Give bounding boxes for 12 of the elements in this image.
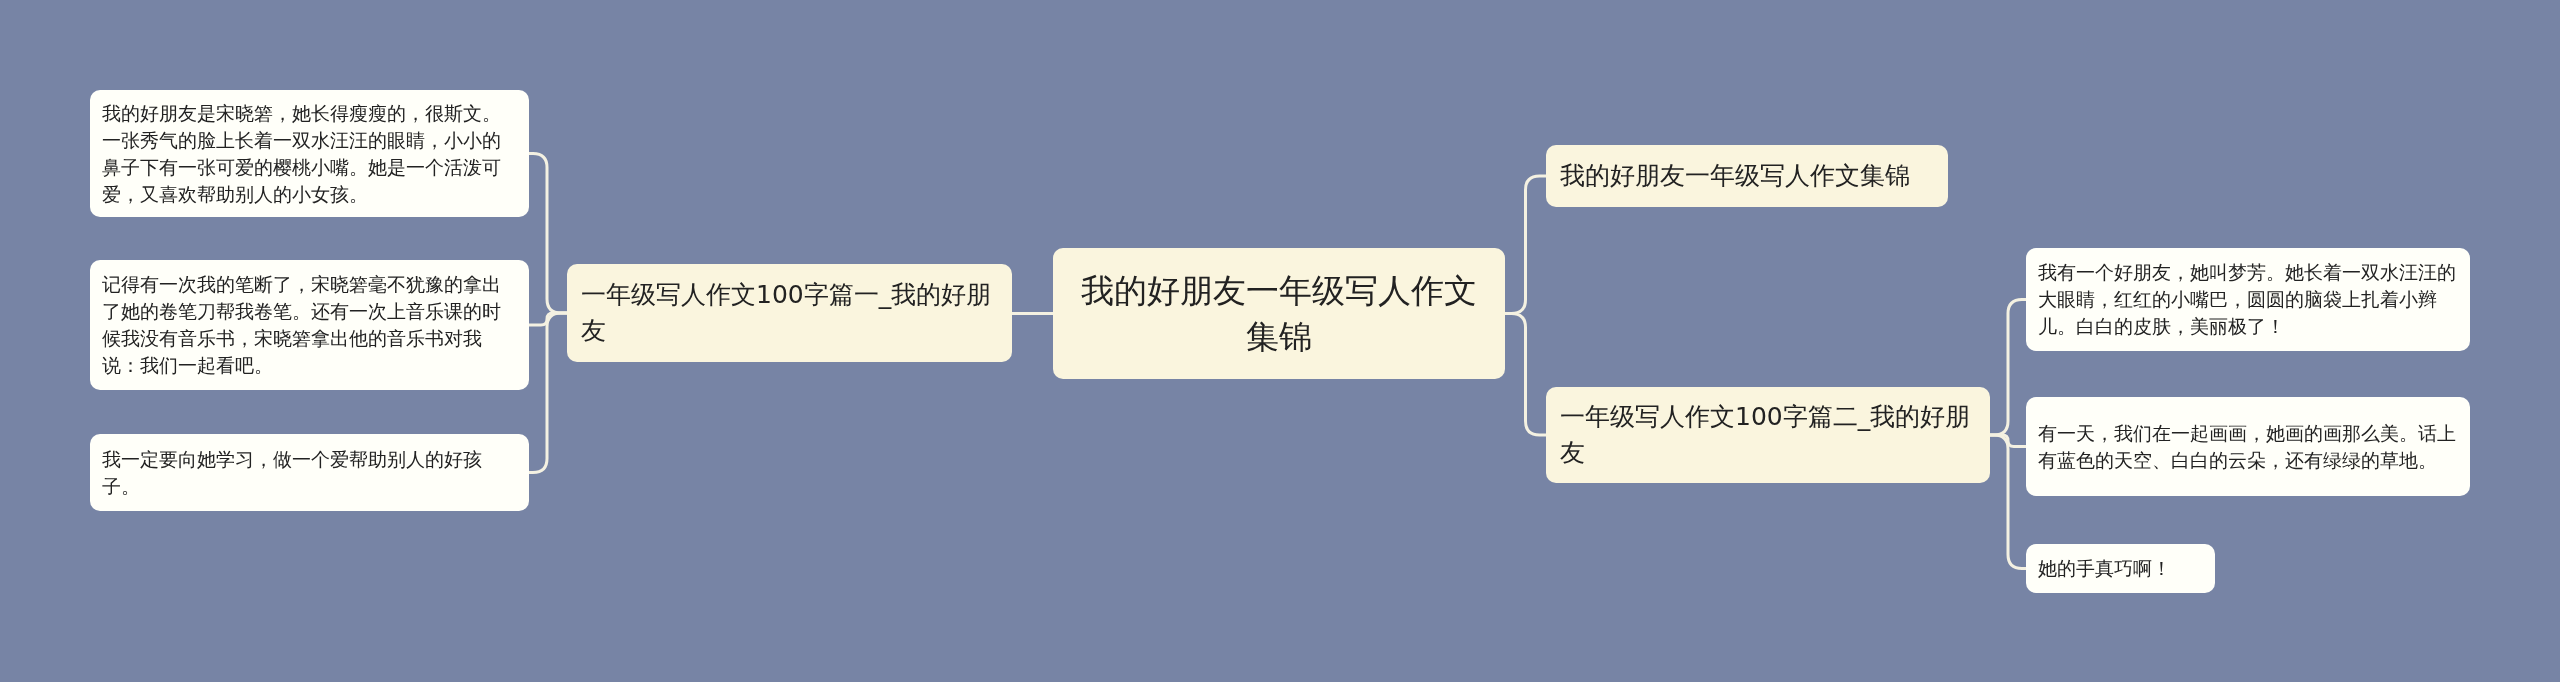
- text-card: 有一天，我们在一起画画，她画的画那么美。话上有蓝色的天空、白白的云朵，还有绿绿的草地。: [2026, 397, 2470, 496]
- text-card: 我有一个好朋友，她叫梦芳。她长着一双水汪汪的大眼睛，红红的小嘴巴，圆圆的脑袋上扎着小辫儿。白白的皮肤，美丽极了！: [2026, 248, 2470, 351]
- connector-line: [1505, 312, 1546, 437]
- text-card: 记得有一次我的笔断了，宋晓箬毫不犹豫的拿出了她的卷笔刀帮我卷笔。还有一次上音乐课的时候我没有音乐书，宋晓箬拿出他的音乐书对我说：我们一起看吧。: [90, 260, 529, 390]
- text-card: 她的手真巧啊！: [2026, 544, 2215, 593]
- title-box: 我的好朋友一年级写人作文集锦: [1053, 248, 1505, 379]
- topic-box: 一年级写人作文100字篇二_我的好朋友: [1546, 387, 1990, 483]
- text-card: 我的好朋友是宋晓箬，她长得瘦瘦的，很斯文。一张秀气的脸上长着一双水汪汪的眼睛，小小的鼻子下有一张可爱的樱桃小嘴。她是一个活泼可爱，又喜欢帮助别人的小女孩。: [90, 90, 529, 217]
- topic-box: 一年级写人作文100字篇一_我的好朋友: [567, 264, 1012, 362]
- connector-line: [1012, 312, 1053, 315]
- text-card: 我一定要向她学习，做一个爱帮助别人的好孩子。: [90, 434, 529, 511]
- topic-box: 我的好朋友一年级写人作文集锦: [1546, 145, 1948, 207]
